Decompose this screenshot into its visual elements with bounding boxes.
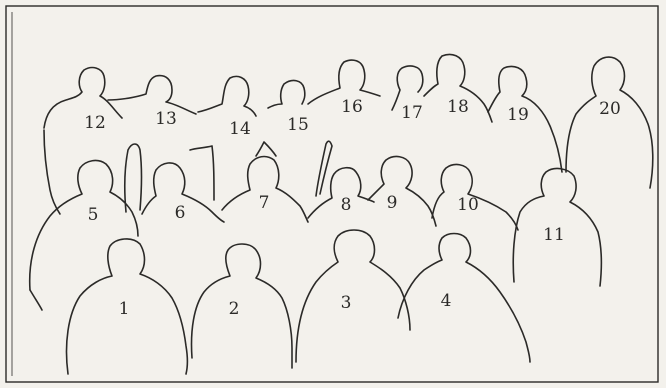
figure-label-18: 18 <box>447 97 469 117</box>
silhouette-3 <box>296 230 410 362</box>
figure-label-17: 17 <box>401 103 423 123</box>
figure-label-19: 19 <box>507 105 529 125</box>
figure-label-8: 8 <box>341 195 352 215</box>
silhouette-14 <box>198 76 256 116</box>
silhouette-13 <box>108 76 196 114</box>
figure-label-15: 15 <box>287 115 309 135</box>
figure-label-20: 20 <box>599 99 621 119</box>
figure-label-7: 7 <box>259 193 270 213</box>
figure-label-11: 11 <box>543 225 565 245</box>
figure-label-4: 4 <box>441 291 452 311</box>
silhouette-6-hat <box>190 146 214 200</box>
silhouette-5-6-arm <box>125 144 142 212</box>
silhouette-9 <box>368 157 436 226</box>
silhouette-7-hat <box>256 142 276 156</box>
figure-label-5: 5 <box>88 205 99 225</box>
figure-label-12: 12 <box>84 113 106 133</box>
figure-label-13: 13 <box>155 109 177 129</box>
figure-label-9: 9 <box>387 193 398 213</box>
silhouette-4 <box>398 234 530 363</box>
figure-label-10: 10 <box>457 195 479 215</box>
figure-label-3: 3 <box>341 293 352 313</box>
figure-label-16: 16 <box>341 97 363 117</box>
figure-label-6: 6 <box>175 203 186 223</box>
silhouette-2 <box>192 244 293 368</box>
silhouette-5 <box>30 161 138 290</box>
silhouette-8-flag <box>316 141 332 196</box>
silhouette-12 <box>44 68 122 128</box>
figure-label-14: 14 <box>229 119 251 139</box>
figure-label-1: 1 <box>119 299 130 319</box>
frame-border <box>6 6 658 382</box>
silhouette-15 <box>268 81 305 108</box>
silhouette-5-back <box>30 290 42 310</box>
silhouette-20 <box>566 57 653 188</box>
figure-label-2: 2 <box>229 299 240 319</box>
silhouette-12-body <box>44 130 60 214</box>
